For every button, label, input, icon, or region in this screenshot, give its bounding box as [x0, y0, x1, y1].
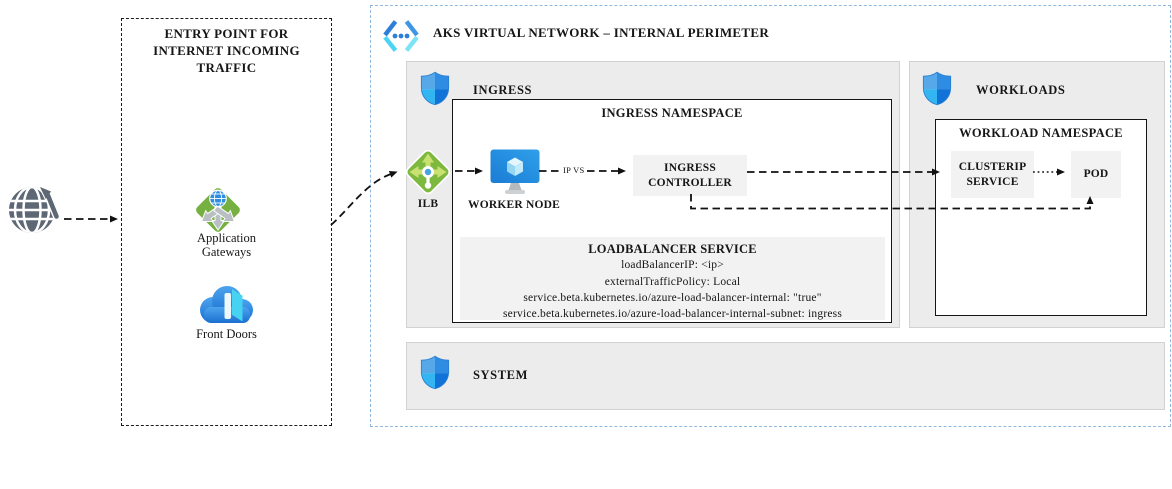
loadbalancer-service-line: loadBalancerIP: <ip> [621, 259, 724, 272]
pod-box: POD [1071, 151, 1121, 198]
aks-perimeter-panel: AKS VIRTUAL NETWORK – INTERNAL PERIMETER… [370, 5, 1171, 427]
application-gateways-icon [191, 183, 245, 237]
ilb-icon [403, 147, 453, 197]
loadbalancer-service-line: service.beta.kubernetes.io/azure-load-ba… [523, 291, 822, 304]
workload-namespace-title: WORKLOAD NAMESPACE [959, 126, 1123, 140]
ingress-shield-icon [420, 71, 450, 106]
system-shield-icon [420, 355, 450, 390]
entry-panel: ENTRY POINT FOR INTERNET INCOMING TRAFFI… [121, 18, 332, 426]
internet-globe-icon [6, 180, 64, 238]
ingress-section-label: INGRESS [473, 83, 533, 97]
system-section-label: SYSTEM [473, 368, 529, 382]
aks-network-title: AKS VIRTUAL NETWORK – INTERNAL PERIMETER [433, 25, 770, 40]
front-doors-label: Front Doors [196, 327, 257, 341]
workloads-shield-icon [922, 71, 952, 106]
worker-node-icon [489, 148, 541, 196]
clusterip-service-box: CLUSTERIP SERVICE [951, 151, 1034, 198]
loadbalancer-service-line: externalTrafficPolicy: Local [604, 275, 741, 288]
system-panel: SYSTEM [406, 342, 1165, 410]
pod-label: POD [1083, 168, 1109, 181]
ingress-controller-box: INGRESS CONTROLLER [633, 155, 747, 196]
ipvs-label: IP VS [562, 165, 586, 175]
ingress-namespace-title: INGRESS NAMESPACE [601, 106, 743, 120]
loadbalancer-service-title: LOADBALANCER SERVICE [588, 242, 757, 256]
ilb-label: ILB [417, 198, 439, 210]
workloads-panel: WORKLOADS WORKLOAD NAMESPACE CLUSTERIP S… [909, 61, 1165, 328]
loadbalancer-service-line: service.beta.kubernetes.io/azure-load-ba… [502, 308, 842, 321]
clusterip-service-label: CLUSTERIP SERVICE [958, 160, 1027, 188]
workloads-section-label: WORKLOADS [976, 83, 1066, 97]
ingress-controller-label: INGRESS CONTROLLER [648, 161, 732, 189]
virtual-network-icon [381, 19, 421, 53]
loadbalancer-service-box: LOADBALANCER SERVICE loadBalancerIP: <ip… [460, 237, 885, 320]
ingress-panel: INGRESS INGRESS NAMESPACE [406, 61, 900, 328]
entry-panel-title: ENTRY POINT FOR INTERNET INCOMING TRAFFI… [153, 26, 300, 75]
ingress-namespace-box: INGRESS NAMESPACE [452, 99, 892, 323]
front-doors-icon [194, 281, 260, 329]
worker-node-label: WORKER NODE [468, 199, 560, 211]
workload-namespace-box: WORKLOAD NAMESPACE CLUSTERIP SERVICE POD [935, 119, 1147, 316]
application-gateways-label: Application Gateways [196, 231, 256, 260]
